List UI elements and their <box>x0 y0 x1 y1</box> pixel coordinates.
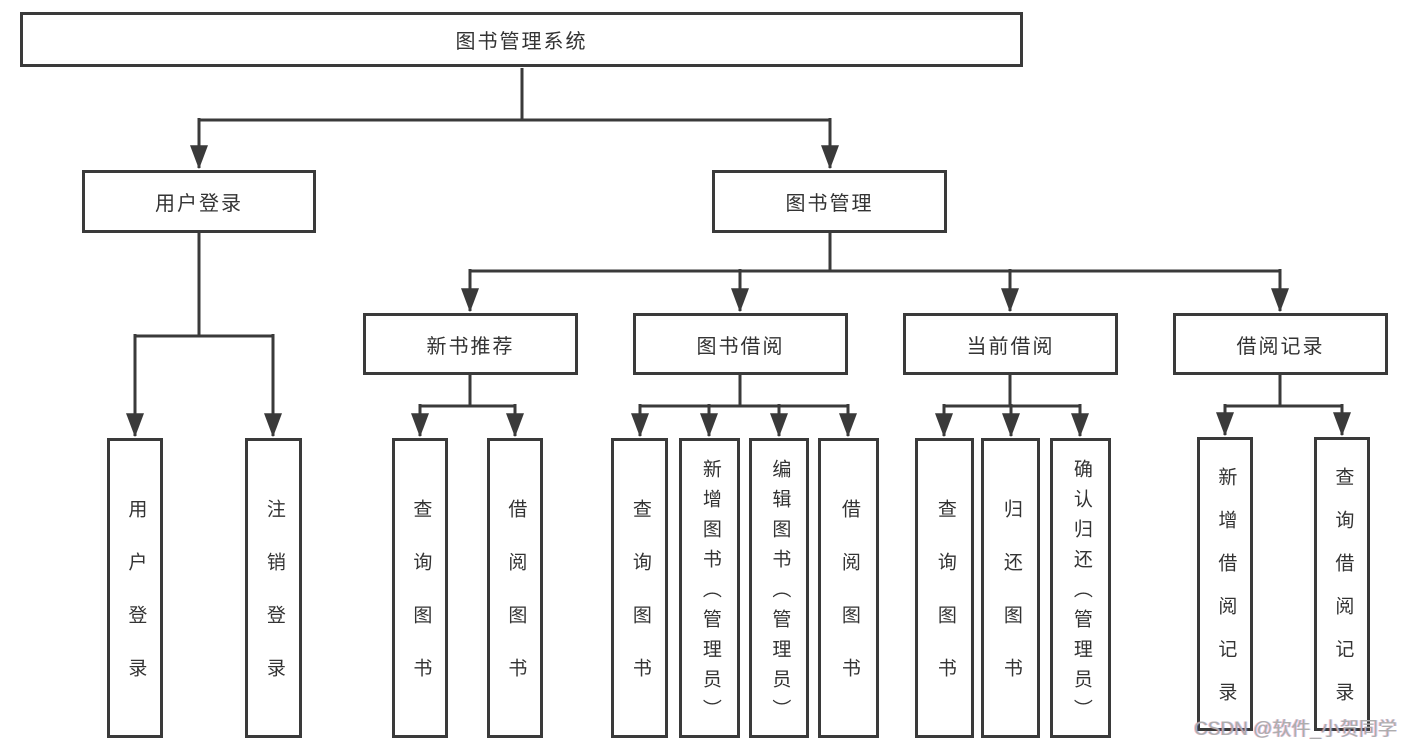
node-user-login: 用户登录 <box>82 170 316 233</box>
node-leaf-query-borrow-record: 查询借阅记录 <box>1314 437 1370 731</box>
node-label: 新增借阅记录 <box>1215 467 1237 725</box>
node-label: 借阅记录 <box>1236 335 1325 358</box>
node-leaf-add-book-admin: 新增图书（管理员） <box>679 438 740 738</box>
node-label: 编辑图书（管理员） <box>769 458 791 729</box>
node-leaf-borrow-book-2: 借阅图书 <box>818 438 879 738</box>
node-new-book-recommend: 新书推荐 <box>363 313 578 375</box>
node-label: 用户登录 <box>125 499 147 711</box>
node-label: 注销登录 <box>263 499 285 711</box>
node-label: 图书借阅 <box>696 335 785 358</box>
node-leaf-user-login: 用户登录 <box>107 438 163 738</box>
node-book-management: 图书管理 <box>712 170 947 233</box>
node-label: 新增图书（管理员） <box>699 458 721 729</box>
node-leaf-confirm-return-admin: 确认归还（管理员） <box>1050 438 1111 738</box>
watermark: CSDN @软件_小贺同学 <box>1194 719 1397 740</box>
node-label: 查询图书 <box>934 499 956 711</box>
node-leaf-query-book-3: 查询图书 <box>915 438 974 738</box>
node-leaf-query-book-2: 查询图书 <box>611 438 668 738</box>
node-label: 查询图书 <box>410 499 432 711</box>
node-label: 归还图书 <box>1000 499 1022 711</box>
node-label: 图书管理 <box>785 193 874 215</box>
node-label: 当前借阅 <box>966 335 1055 358</box>
node-label: 查询图书 <box>629 499 651 711</box>
node-label: 确认归还（管理员） <box>1070 458 1092 729</box>
node-label: 用户登录 <box>155 193 243 215</box>
node-leaf-edit-book-admin: 编辑图书（管理员） <box>749 438 809 738</box>
node-current-borrow: 当前借阅 <box>903 313 1118 375</box>
node-leaf-query-book-1: 查询图书 <box>392 438 448 738</box>
node-label: 查询借阅记录 <box>1332 467 1354 725</box>
node-leaf-borrow-book-1: 借阅图书 <box>487 438 543 738</box>
node-borrow-records: 借阅记录 <box>1173 313 1388 375</box>
node-library-management-system: 图书管理系统 <box>20 12 1023 67</box>
node-label: 借阅图书 <box>838 499 860 711</box>
node-leaf-logout: 注销登录 <box>245 438 302 738</box>
node-label: 新书推荐 <box>426 335 515 358</box>
node-leaf-return-book: 归还图书 <box>981 438 1040 738</box>
node-label: 图书管理系统 <box>455 31 588 53</box>
node-leaf-add-borrow-record: 新增借阅记录 <box>1197 437 1253 731</box>
node-book-borrow: 图书借阅 <box>633 313 848 375</box>
node-label: 借阅图书 <box>505 499 527 711</box>
